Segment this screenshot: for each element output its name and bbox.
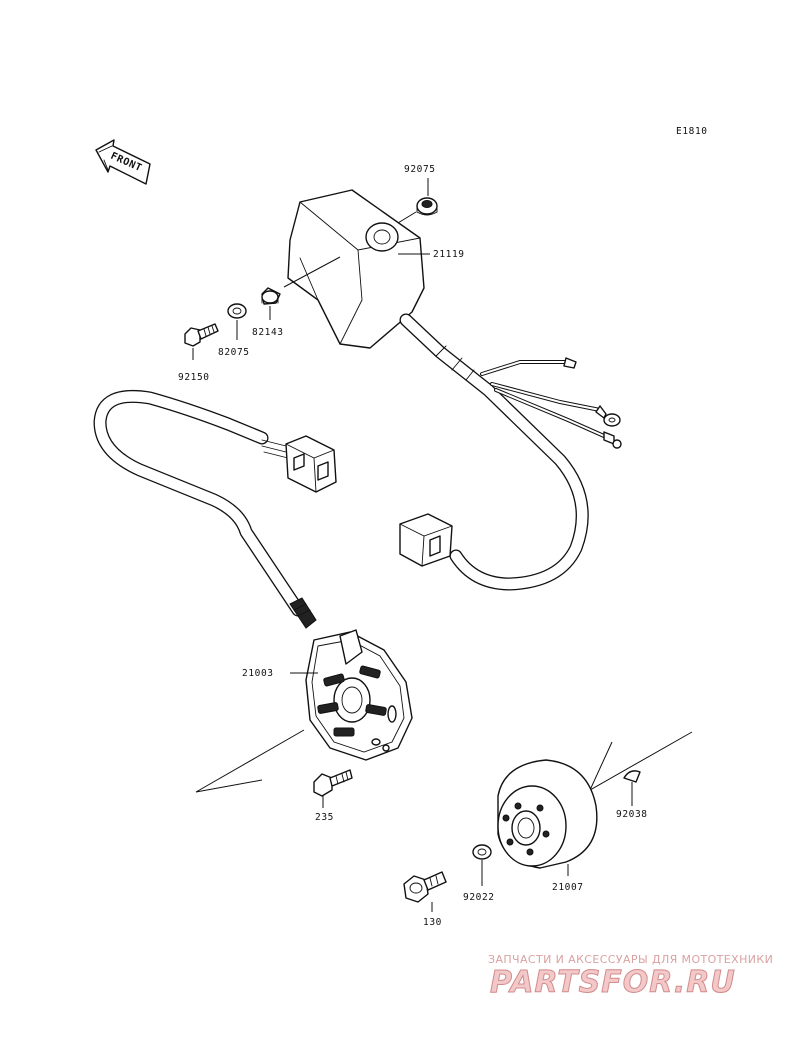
label-cap-top: 92075 [404, 164, 436, 175]
grommet-cap [416, 197, 438, 216]
watermark-brand: PARTSFOR.RU [490, 965, 736, 1000]
flywheel-nut [403, 871, 447, 903]
label-key: 92038 [616, 809, 648, 820]
assembly-reference-lines [195, 729, 693, 793]
label-washer-left: 82075 [218, 347, 250, 358]
label-flywheel: 21007 [552, 882, 584, 893]
label-bolt-left: 92150 [178, 372, 210, 383]
label-cdi-unit: 21119 [433, 249, 465, 260]
label-collar: 82143 [252, 327, 284, 338]
washer-left [227, 303, 247, 319]
collar [261, 287, 281, 305]
label-flywheel-nut: 130 [423, 917, 442, 928]
bolt-left [184, 323, 219, 347]
harness-connector-lower [399, 513, 453, 567]
woodruff-key [623, 770, 641, 783]
label-stator-screw: 235 [315, 812, 334, 823]
watermark-tagline: ЗАПЧАСТИ И АКСЕССУАРЫ ДЛЯ МОТОТЕХНИКИ [488, 953, 773, 966]
label-flywheel-washer: 92022 [463, 892, 495, 903]
front-direction-arrow: FRONT [95, 139, 151, 185]
flywheel-washer [472, 844, 492, 860]
cdi-unit [287, 189, 425, 349]
flywheel [497, 759, 598, 869]
label-stator: 21003 [242, 668, 274, 679]
watermark: ЗАПЧАСТИ И АКСЕССУАРЫ ДЛЯ МОТОТЕХНИКИ PA… [488, 953, 773, 1001]
diagram-code: E1810 [676, 126, 708, 137]
main-wiring-harness [399, 313, 606, 591]
stator-screw [313, 769, 353, 797]
wire-terminals [563, 357, 622, 449]
stator [305, 629, 413, 761]
stator-wiring-harness [93, 389, 337, 629]
